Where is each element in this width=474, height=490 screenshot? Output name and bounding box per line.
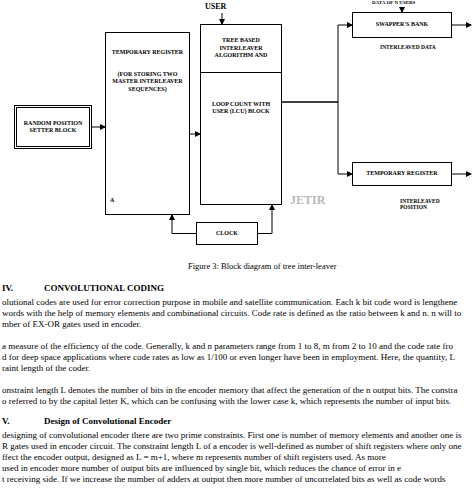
- body-text: o referred to by the capital letter K, w…: [2, 396, 451, 406]
- body-text: designing of convolutional encoder there…: [2, 430, 461, 440]
- connector-arrow: [190, 134, 200, 135]
- section-number: V.: [2, 416, 10, 426]
- input-label: DATA OF N USERS: [372, 0, 415, 6]
- figure-caption: Figure 3: Block diagram of tree inter-le…: [188, 262, 337, 272]
- watermark: JETIR: [290, 194, 325, 208]
- box-title: TREE BASED INTERLEAVER ALGORITHM AND: [201, 25, 281, 73]
- algorithm-box: TREE BASED INTERLEAVER ALGORITHM AND LOOP…: [200, 24, 282, 205]
- interleaved-data-arrow: [452, 25, 471, 26]
- box-text: LOOP COUNT WITH USER (LCU) BLOCK: [201, 101, 281, 116]
- box-title: TEMPORARY REGISTER: [112, 49, 183, 57]
- body-text: d for deep space applications where code…: [2, 352, 455, 362]
- body-text: used in encoder more number of output bi…: [2, 463, 401, 473]
- section-heading: Design of Convolutional Encoder: [44, 416, 171, 426]
- body-text: words with the help of memory elements a…: [2, 308, 461, 318]
- interleaved-position-arrow: [452, 174, 471, 175]
- body-text: a measure of the efficiency of the code.…: [2, 341, 453, 351]
- section-heading: CONVOLUTIONAL CODING: [44, 283, 164, 293]
- section-number: IV.: [2, 283, 13, 293]
- connector-arrow: [92, 127, 105, 128]
- body-text: raint length of the coder.: [2, 363, 90, 373]
- box-title: RANDOM POSITION SETTER BLOCK: [21, 120, 85, 135]
- connector-arrow: [282, 102, 352, 174]
- box-title: TEMPORARY REGISTER: [366, 170, 437, 178]
- body-text: t receiving side. If we increase the num…: [2, 474, 446, 484]
- box-text: (FOR STORING TWO MASTER INTERLEAVER SEQU…: [111, 71, 184, 94]
- output-label: INTERLEAVED DATA: [380, 44, 436, 50]
- register-box: TEMPORARY REGISTER (FOR STORING TWO MASTE…: [105, 32, 190, 215]
- register-box: TEMPORARY REGISTER: [352, 162, 452, 186]
- clock-box: CLOCK: [196, 222, 258, 245]
- input-label: USER: [205, 2, 226, 11]
- user-arrow: [222, 13, 223, 24]
- box-title: CLOCK: [216, 230, 238, 238]
- connector-arrow: [172, 215, 196, 234]
- process-box: SWAPPER'S BANK: [352, 12, 452, 38]
- box-text: A: [110, 197, 114, 205]
- body-text: mber of EX-OR gates used in encoder.: [2, 319, 141, 329]
- box-title: SWAPPER'S BANK: [376, 21, 429, 29]
- output-label: INTERLEAVED POSITION: [400, 198, 452, 211]
- process-box: RANDOM POSITION SETTER BLOCK: [14, 105, 92, 149]
- body-text: R gates used in encoder circuit. The con…: [2, 441, 462, 451]
- body-text: ffect the encoder output, designed as L …: [2, 452, 386, 462]
- connector-arrow: [282, 25, 352, 102]
- connector-arrow: [258, 205, 272, 234]
- body-text: onstraint length L denotes the number of…: [2, 385, 457, 395]
- body-text: olutional codes are used for error corre…: [2, 297, 457, 307]
